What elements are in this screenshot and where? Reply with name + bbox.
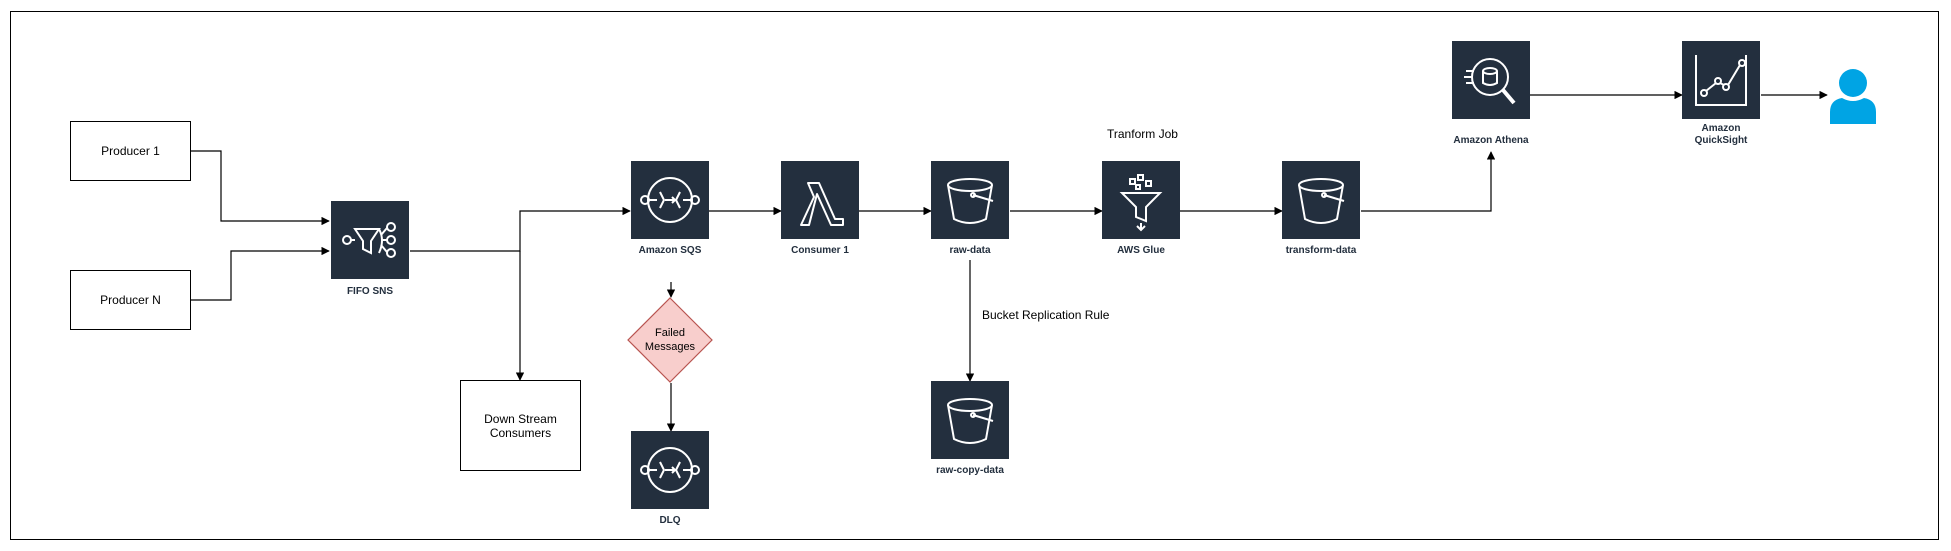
producer-1-box[interactable]: Producer 1 [70, 121, 191, 181]
dlq-sqs-icon[interactable] [631, 431, 709, 509]
transform-job-title: Tranform Job [1107, 127, 1178, 141]
downstream-label-line2: Consumers [489, 425, 552, 440]
s3-bucket-icon[interactable] [931, 161, 1009, 239]
sqs-icon[interactable] [631, 161, 709, 239]
failed-label-line1: Failed [655, 327, 685, 339]
producer-n-box[interactable]: Producer N [70, 270, 191, 330]
quicksight-icon[interactable] [1682, 41, 1760, 119]
lambda-icon[interactable] [781, 161, 859, 239]
diagram-frame [10, 11, 1939, 540]
fifo-sns-label: FIFO SNS [346, 286, 394, 297]
glue-label: AWS Glue [1117, 245, 1165, 256]
edge-transform-athena [1361, 151, 1496, 212]
quicksight-label-line1: Amazon [1701, 123, 1741, 134]
athena-label: Amazon Athena [1453, 135, 1529, 146]
downstream-label-line1: Down Stream [484, 411, 557, 426]
consumer-1-label: Consumer 1 [791, 245, 849, 256]
failed-label-line2: Messages [644, 341, 696, 353]
sqs-label: Amazon SQS [638, 245, 702, 256]
athena-icon[interactable] [1452, 41, 1530, 119]
diamond-shape [627, 297, 713, 383]
dlq-label: DLQ [659, 515, 681, 526]
edge-producer1-sns [191, 150, 330, 226]
sns-icon[interactable] [331, 201, 409, 279]
producer-n-label: Producer N [100, 293, 161, 307]
transform-data-label: transform-data [1285, 245, 1357, 256]
edge-producern-sns [191, 246, 330, 301]
raw-data-label: raw-data [949, 245, 991, 256]
replication-rule-label: Bucket Replication Rule [982, 308, 1110, 322]
raw-copy-data-label: raw-copy-data [936, 465, 1004, 476]
producer-1-label: Producer 1 [101, 144, 160, 158]
quicksight-label-line2: QuickSight [1694, 135, 1748, 146]
quicksight-label: Amazon QuickSight [1661, 123, 1781, 147]
s3-bucket-copy-icon[interactable] [931, 381, 1009, 459]
glue-icon[interactable] [1102, 161, 1180, 239]
user-icon [1828, 68, 1878, 124]
downstream-consumers-box[interactable]: Down Stream Consumers [460, 380, 581, 471]
edge-sns-sqs [410, 206, 631, 252]
s3-bucket-transform-icon[interactable] [1282, 161, 1360, 239]
